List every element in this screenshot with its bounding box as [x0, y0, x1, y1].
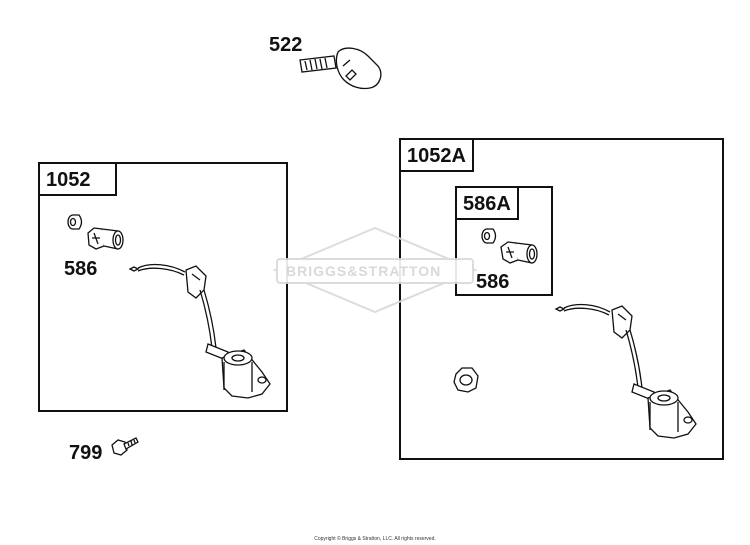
kit-1052-frame [38, 162, 288, 412]
callout-522: 522 [269, 34, 303, 56]
watermark-text: BRIGGS&STRATTON [286, 263, 442, 279]
kit-1052-title: 1052 [38, 162, 117, 196]
seal-icon-left [67, 214, 83, 230]
spark-plug-icon-left [87, 227, 124, 250]
callout-586-right: 586 [476, 271, 510, 293]
nut-icon [453, 367, 479, 393]
kit-1052A-title: 1052A [399, 138, 474, 172]
watermark-logo [272, 226, 478, 314]
ignition-lead-right [554, 303, 655, 401]
condenser-icon-left [221, 349, 271, 399]
kit-586A-title: 586A [455, 186, 519, 220]
callout-586-left: 586 [64, 258, 98, 280]
key-icon [299, 47, 382, 90]
seal-icon-right [481, 228, 497, 244]
copyright-notice: Copyright © Briggs & Stratton, LLC. All … [314, 536, 436, 542]
ignition-lead-left [128, 263, 229, 361]
callout-799: 799 [69, 442, 103, 464]
condenser-icon-right [647, 389, 697, 439]
bolt-icon [111, 437, 139, 456]
kit-1052A-frame [399, 138, 724, 460]
spark-plug-icon-right [500, 241, 538, 264]
